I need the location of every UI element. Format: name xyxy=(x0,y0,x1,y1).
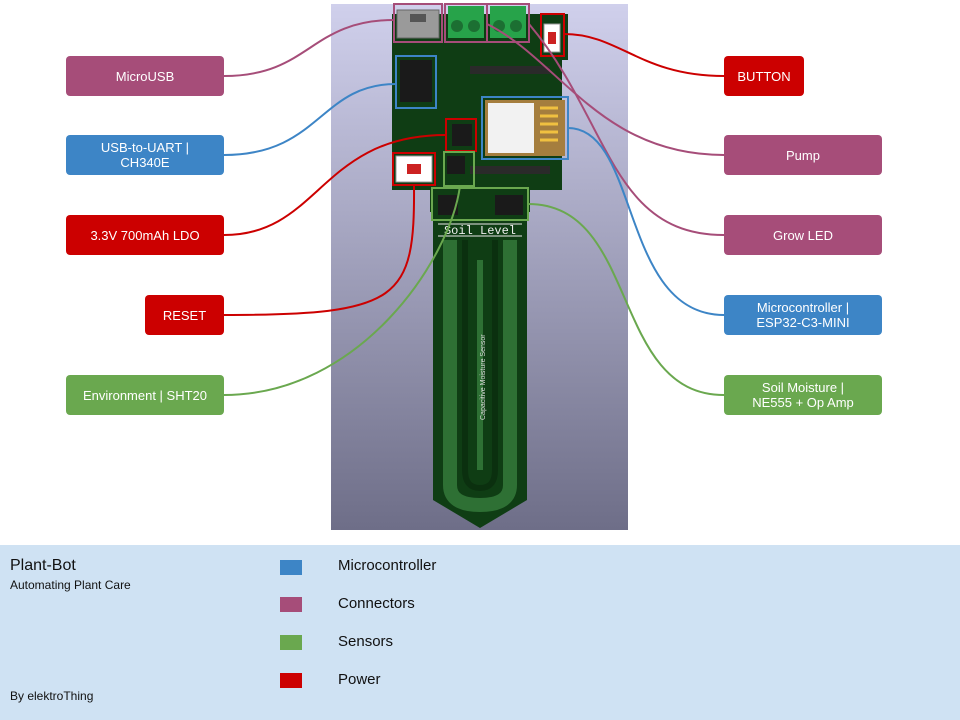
footer-panel: Plant-Bot Automating Plant Care By elekt… xyxy=(0,545,960,720)
label-pump: Pump xyxy=(724,135,882,175)
sensor-silk-text: Capacitive Moisture Sensor xyxy=(480,334,487,420)
label-usb-uart: USB-to-UART | CH340E xyxy=(66,135,224,175)
label-environment: Environment | SHT20 xyxy=(66,375,224,415)
label-ldo: 3.3V 700mAh LDO xyxy=(66,215,224,255)
footer-subtitle: Automating Plant Care xyxy=(10,578,131,592)
label-microusb: MicroUSB xyxy=(66,56,224,96)
ch340-chip xyxy=(400,60,432,102)
footer-byline: By elektroThing xyxy=(10,689,93,703)
legend-swatch-power xyxy=(280,673,302,688)
legend-label-microcontroller: Microcontroller xyxy=(338,557,436,574)
label-mcu: Microcontroller | ESP32-C3-MINI xyxy=(724,295,882,335)
label-button: BUTTON xyxy=(724,56,804,96)
ldo-chip xyxy=(452,124,472,146)
soil-level-silk: Soil Level xyxy=(444,224,516,238)
label-soil: Soil Moisture | NE555 + Op Amp xyxy=(724,375,882,415)
pcb-diagram: Soil Level Capacitive Moisture Sensor xyxy=(0,0,960,545)
legend-swatch-connectors xyxy=(280,597,302,612)
header-top xyxy=(470,66,550,74)
legend-swatch-sensors xyxy=(280,635,302,650)
header-bottom xyxy=(470,166,550,174)
label-grow-led: Grow LED xyxy=(724,215,882,255)
legend-label-connectors: Connectors xyxy=(338,595,415,612)
legend-label-power: Power xyxy=(338,671,381,688)
legend-swatch-microcontroller xyxy=(280,560,302,575)
label-reset: RESET xyxy=(145,295,224,335)
legend-label-sensors: Sensors xyxy=(338,633,393,650)
footer-title: Plant-Bot xyxy=(10,557,76,575)
ne555-chip xyxy=(495,195,523,215)
sht20-chip xyxy=(447,156,465,174)
